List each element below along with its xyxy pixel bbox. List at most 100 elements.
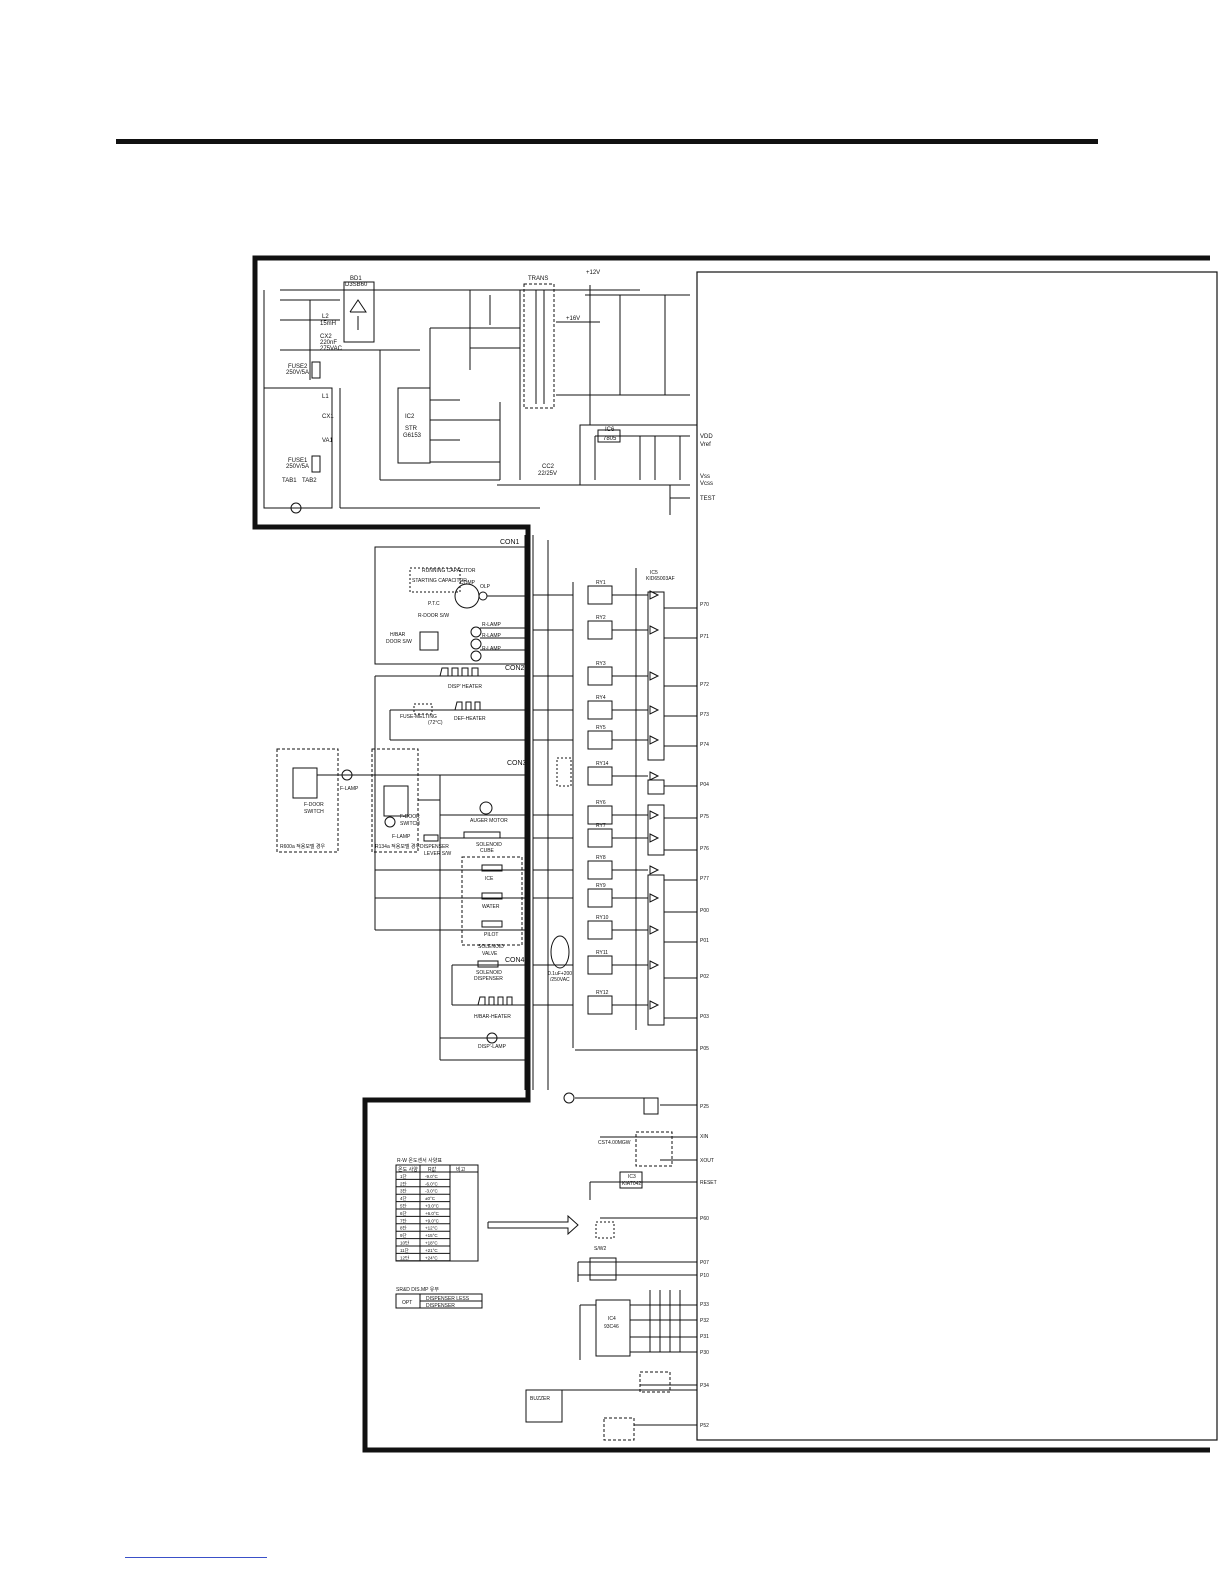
vcss-label: Vcss [700, 481, 713, 487]
pilot-label: PILOT [484, 932, 498, 938]
table-cell: +24°C [425, 1255, 438, 1260]
r-lamp-label-3: R-LAMP [482, 646, 502, 652]
bd1-label: BD1 [350, 276, 362, 282]
connector-pin: 7 [526, 835, 530, 842]
mcu-port-label: P32 [700, 1318, 709, 1324]
temp-col-2: R값 [428, 1166, 437, 1173]
vss-label: Vss [700, 474, 710, 480]
mcu-port-label: P30 [700, 1350, 709, 1356]
table-cell: 3단 [400, 1188, 407, 1194]
table-cell: 9단 [400, 1232, 407, 1238]
relay-label: RY5 [596, 725, 606, 731]
solenoid-valve-label: SOLENOID [478, 944, 504, 950]
relay-coil [587, 995, 613, 1015]
ptc-label: P.T.C [428, 601, 440, 607]
r134a-note: R134a 적용모델 경우 [375, 843, 421, 850]
fuse-temp-label: (72°C) [428, 720, 443, 726]
mcu-port-label: P71 [700, 634, 709, 640]
cube-label: CUBE [480, 848, 495, 854]
mcu-port-label: P10 [700, 1273, 709, 1279]
relay-coil [587, 700, 613, 720]
table-cell: +9.0°C [425, 1218, 440, 1223]
vref-label: Vref [700, 442, 711, 448]
table-cell: 7단 [400, 1217, 407, 1223]
mcu-port-label: P00 [700, 908, 709, 914]
buzzer-label: BUZZER [530, 1396, 550, 1402]
connector-pin: 1 [526, 741, 530, 748]
xin-label: XIN [700, 1134, 709, 1140]
cap-note-2: /250VAC [550, 977, 570, 983]
vdd-label: VDD [700, 434, 713, 440]
ic6-part: 7805 [603, 436, 617, 442]
dispenser-label: DISPENSER [474, 976, 503, 982]
mcu-block [696, 271, 1218, 1441]
mcu-port-label: P04 [700, 782, 709, 788]
connector-pin: 5 [526, 593, 530, 600]
con2-label: CON2 [505, 665, 525, 672]
mcu-port-label: P31 [700, 1334, 709, 1340]
driver-buffer [649, 893, 660, 903]
hbar-heater-label: H/BAR-HEATER [474, 1014, 511, 1020]
trans-label: TRANS [528, 276, 548, 282]
disp-heater-label: DISP' HEATER [448, 684, 482, 690]
dispenser-lever-label: DISPENSER [420, 844, 449, 850]
l2-value: 15mH [320, 321, 336, 327]
relay-coil [587, 766, 613, 786]
xout-label: XOUT [700, 1158, 714, 1164]
f-lamp-label-1: F-LAMP [340, 786, 359, 792]
ic3-part: KIA7042 [622, 1181, 641, 1187]
v16-label: +16V [566, 316, 580, 322]
relay-label: RY3 [596, 661, 606, 667]
connector-pin: 7 [526, 673, 530, 680]
relay-coil [587, 920, 613, 940]
driver-buffer [649, 625, 660, 635]
table-cell: -9.0°C [425, 1174, 439, 1179]
table-cell: +6.0°C [425, 1211, 440, 1216]
f-door-label-2: F-DOOR [400, 814, 420, 820]
table-cell: +3.0°C [425, 1204, 440, 1209]
cx1-label: CX1 [322, 414, 334, 420]
opt-label: OPT [402, 1300, 412, 1306]
mcu-port-label: P72 [700, 682, 709, 688]
r-lamp-label-1: R-LAMP [482, 622, 502, 628]
relay-coil [587, 585, 613, 605]
mcu-port-label: P70 [700, 602, 709, 608]
relay-coil [587, 805, 613, 825]
connector-pin: 5 [526, 1007, 530, 1014]
mcu-port-label: P03 [700, 1014, 709, 1020]
mcu-port-label: P02 [700, 974, 709, 980]
driver-buffer [649, 590, 660, 600]
driver-buffer [649, 960, 660, 970]
table-cell: 6단 [400, 1210, 407, 1216]
relay-label: RY10 [596, 915, 609, 921]
relay-label: RY14 [596, 761, 609, 767]
ic3-label: IC3 [628, 1174, 636, 1180]
ic6-label: IC6 [605, 427, 615, 433]
cx2-value: 220nF [320, 340, 337, 346]
table-cell: 5단 [400, 1203, 407, 1209]
va1-label: VA1 [322, 438, 334, 444]
temp-col-3: 비고 [456, 1166, 466, 1173]
footer-link-line [125, 1557, 267, 1558]
olp-label: OLP [480, 584, 491, 590]
cc2-label: CC2 [542, 464, 555, 470]
connector-pin: 1 [526, 1061, 530, 1068]
mcu-port-label: P33 [700, 1302, 709, 1308]
table-cell: +21°C [425, 1248, 438, 1253]
opt-row-1: DISPENSER LESS [426, 1296, 470, 1302]
driver-buffer [649, 833, 660, 843]
relay-coil [587, 888, 613, 908]
driver-buffer [649, 771, 660, 781]
mcu-port-label: P52 [700, 1423, 709, 1429]
relay-label: RY1 [596, 580, 606, 586]
l1-label: L1 [322, 394, 329, 400]
driver-buffer [649, 1000, 660, 1010]
fuse2-value: 250V/5A [286, 370, 309, 376]
relay-coil [587, 828, 613, 848]
relay-label: RY11 [596, 950, 608, 956]
relay-coil [587, 860, 613, 880]
table-cell: 12단 [400, 1254, 409, 1260]
ic5-label: IC5 [650, 570, 658, 576]
